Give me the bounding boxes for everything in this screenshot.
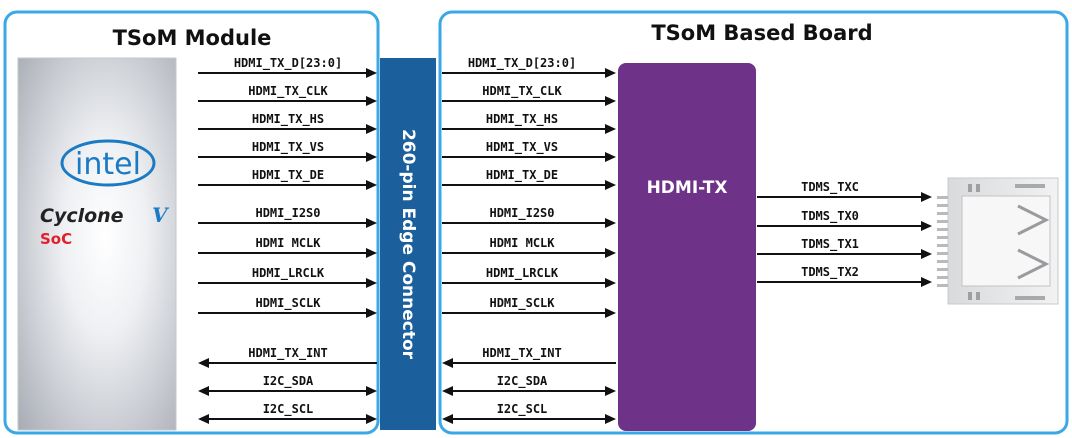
right-panel-title: TSoM Based Board [651,21,872,45]
module-signal-arrow [198,358,377,368]
module-signal-arrow [198,414,377,424]
board-signal-label: HDMI_TX_D[23:0] [468,56,576,71]
edge-connector-label: 260-pin Edge Connector [398,129,418,360]
module-signal-arrow [198,152,377,162]
module-signal-label: HDMI_TX_VS [252,140,324,155]
module-signal-label: HDMI_LRCLK [252,266,325,281]
module-signal-label: HDMI_I2S0 [255,206,320,221]
tmds-signal-arrow [757,249,932,259]
module-signal-label: HDMI_SCLK [255,296,321,311]
hdmi-tx-label: HDMI-TX [647,178,728,198]
board-signal-arrow [442,278,616,288]
board-signal-label: HDMI_SCLK [489,296,555,311]
signal-lines: HDMI_TX_D[23:0] HDMI_TX_D[23:0] HDMI_TX_CL… [198,56,932,424]
board-signal-label: I2C_SDA [497,374,548,389]
board-signal-arrow [442,96,616,106]
board-signal-arrow [442,180,616,190]
hdmi-tx-chip [618,63,756,431]
board-signal-label: HDMI_TX_HS [486,112,558,127]
board-signal-label: HDMI_TX_DE [486,168,558,183]
board-signal-arrow [442,248,616,258]
intel-logo-ring [60,139,156,187]
module-signal-label: I2C_SDA [263,374,314,389]
tmds-signal-arrow [757,277,932,287]
tmds-signal-label: TDMS_TX2 [801,265,859,280]
soc-label: SoC [40,230,72,248]
intel-logo-text: intel [75,147,141,182]
board-signal-label: HDMI_TX_INT [482,346,561,361]
board-signal-label: HDMI_TX_VS [486,140,558,155]
board-signal-arrow [442,152,616,162]
cyclone-label: Cyclone [40,205,124,227]
board-signal-label: HDMI MCLK [489,236,555,250]
module-signal-arrow [198,180,377,190]
left-panel-title: TSoM Module [113,26,272,50]
tmds-signal-label: TDMS_TX1 [801,237,859,252]
module-signal-label: HDMI_TX_CLK [248,84,328,99]
module-signal-arrow [198,68,377,78]
tmds-signal-arrow [757,192,932,202]
module-signal-arrow [198,96,377,106]
board-signal-label: HDMI_TX_CLK [482,84,562,99]
board-signal-arrow [442,386,616,396]
module-signal-label: HDMI_TX_INT [248,346,327,361]
module-signal-arrow [198,218,377,228]
board-signal-arrow [442,218,616,228]
cyclone-version: V [152,203,170,227]
tmds-signal-label: TDMS_TXC [801,180,859,195]
module-signal-label: I2C_SCL [263,402,314,417]
module-signal-arrow [198,308,377,318]
board-signal-label: I2C_SCL [497,402,548,417]
soc-chip: intel Cyclone V SoC [17,57,177,431]
board-signal-arrow [442,358,616,368]
module-signal-arrow [198,248,377,258]
tmds-signal-arrow [757,221,932,231]
board-signal-arrow [442,414,616,424]
module-signal-label: HDMI MCLK [255,236,321,250]
edge-connector [380,58,436,430]
module-signal-arrow [198,124,377,134]
board-signal-arrow [442,68,616,78]
module-signal-label: HDMI_TX_HS [252,112,324,127]
board-signal-label: HDMI_I2S0 [489,206,554,221]
module-signal-label: HDMI_TX_D[23:0] [234,56,342,71]
module-signal-arrow [198,386,377,396]
tmds-signal-label: TDMS_TX0 [801,209,859,224]
module-signal-arrow [198,278,377,288]
module-signal-label: HDMI_TX_DE [252,168,324,183]
board-signal-label: HDMI_LRCLK [486,266,559,281]
board-signal-arrow [442,308,616,318]
board-signal-arrow [442,124,616,134]
hdmi-port-icon [937,177,1059,305]
